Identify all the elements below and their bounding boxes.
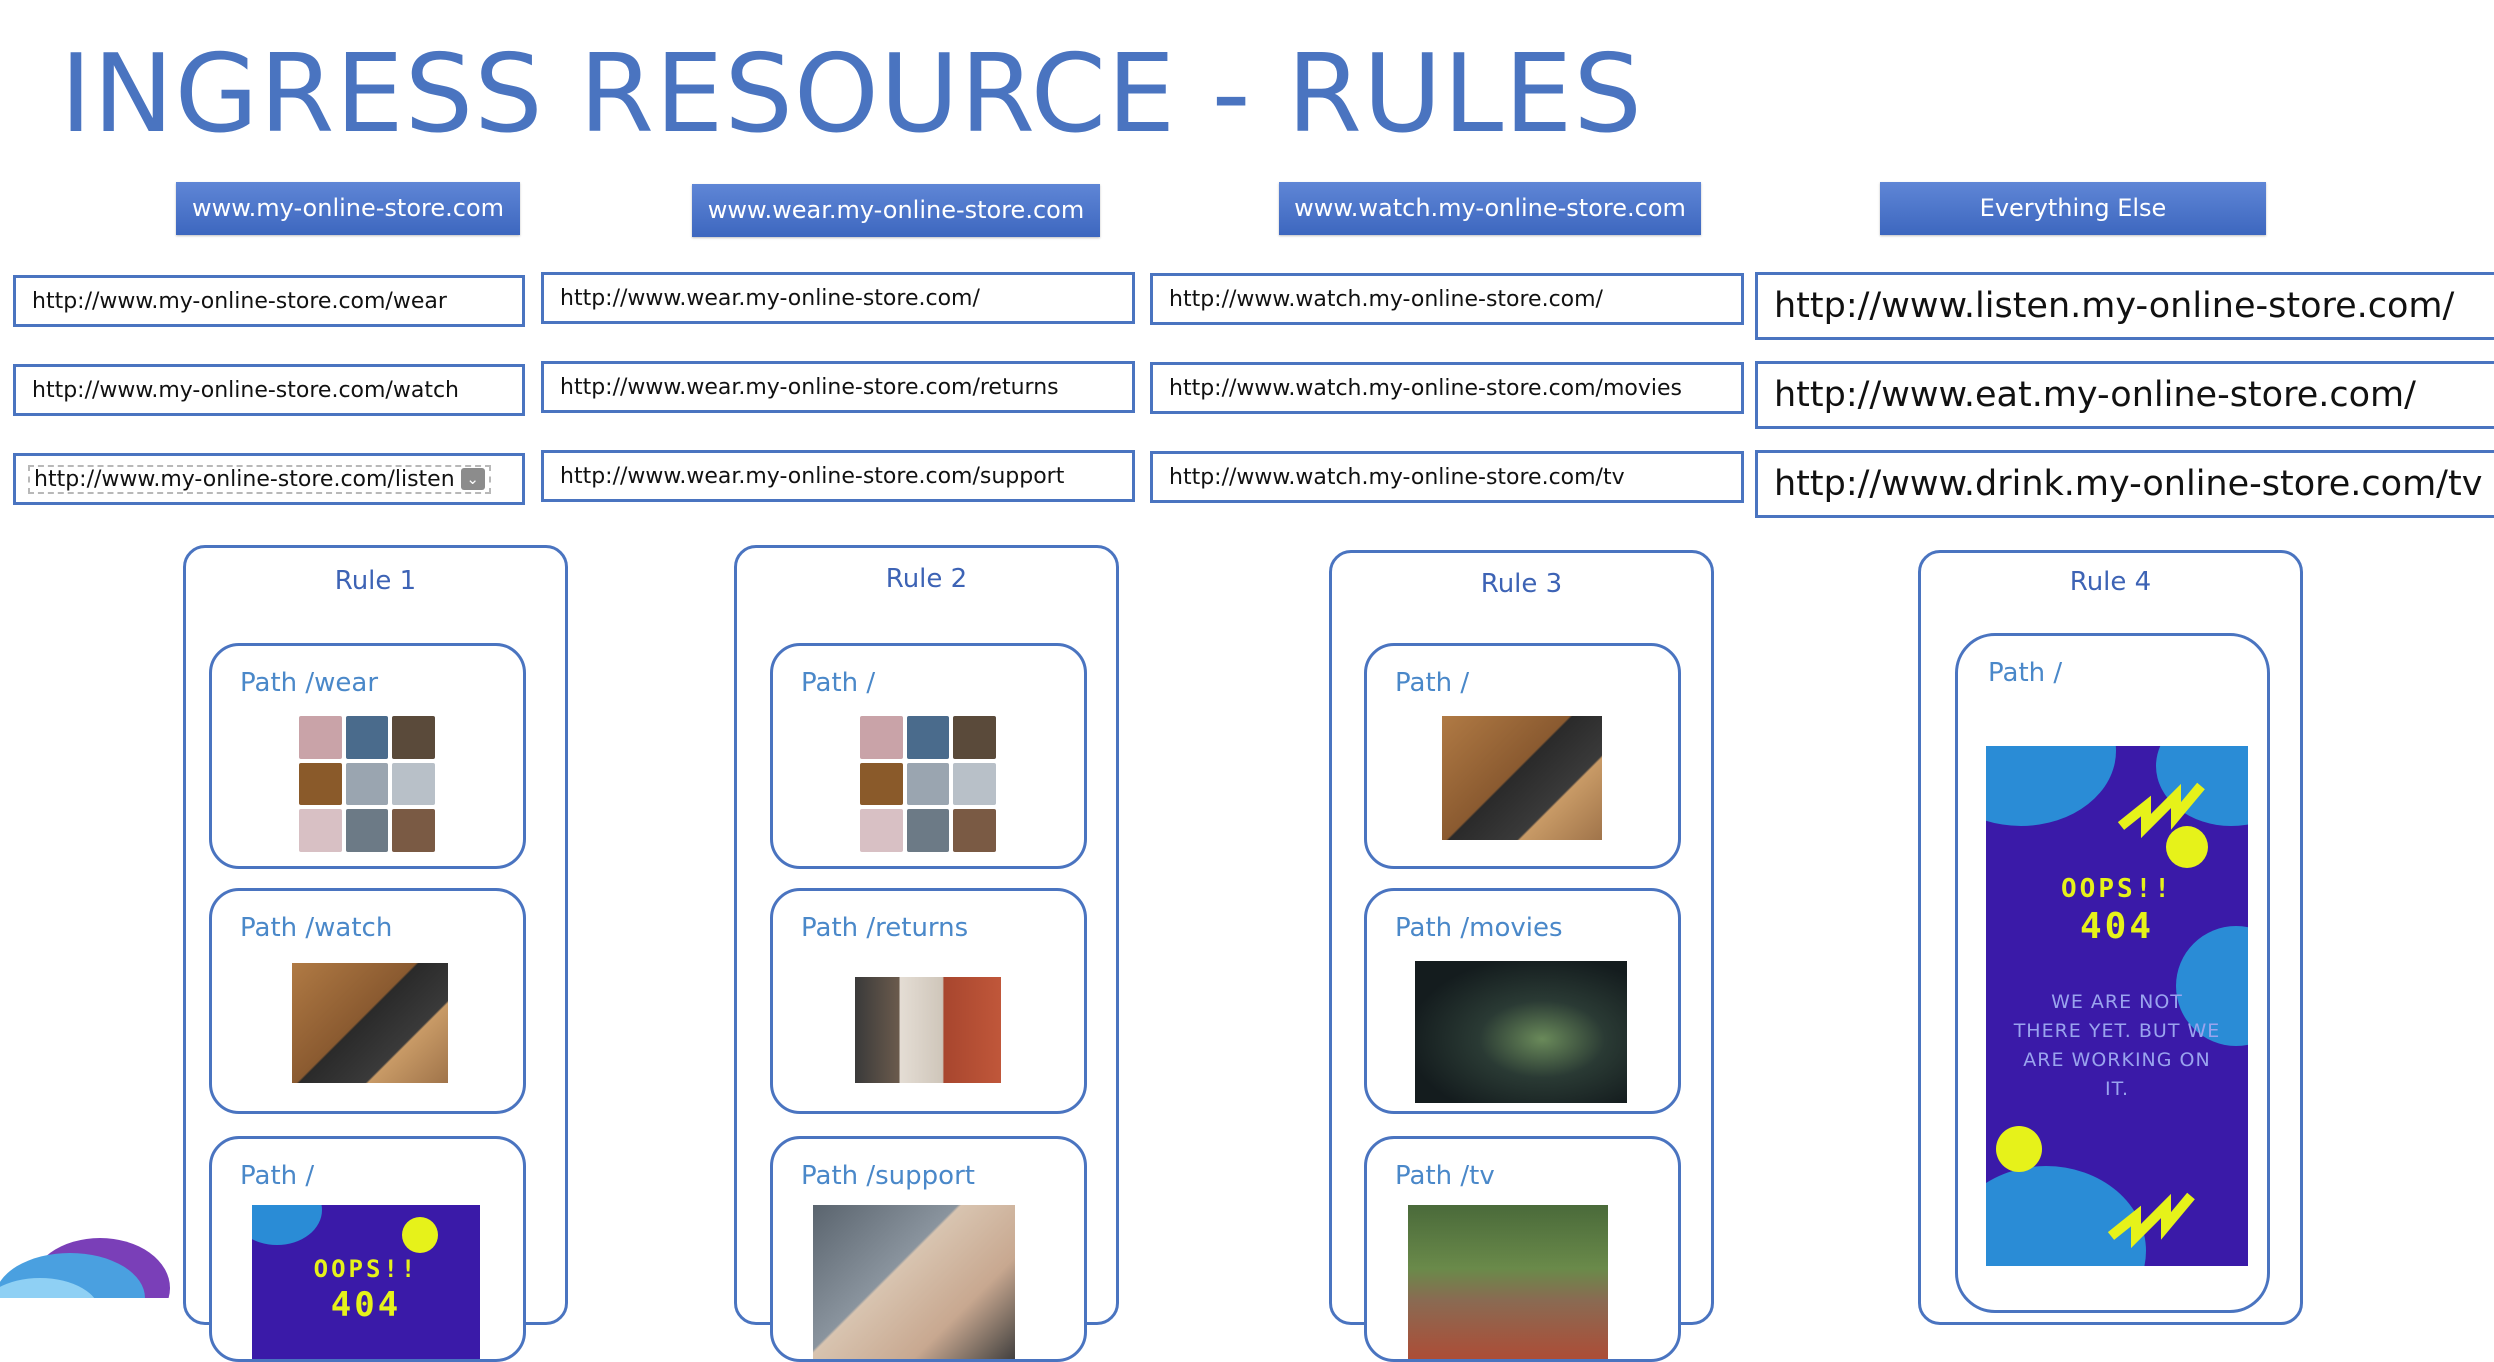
path-label: Path /returns — [801, 913, 969, 943]
cloud-logo-icon — [0, 1238, 170, 1298]
url-text: http://www.eat.my-online-store.com/ — [1774, 375, 2416, 415]
laptop-image — [1442, 716, 1602, 840]
url-text: http://www.wear.my-online-store.com/ — [560, 285, 980, 311]
error-message: WE ARE NOT THERE YET. BUT WE ARE WORKING… — [1986, 988, 2248, 1104]
path-label: Path / — [1988, 658, 2063, 688]
error-message-line: IT. — [2105, 1078, 2129, 1100]
laptop-image — [292, 963, 448, 1083]
host-badge-my-online-store: www.my-online-store.com — [176, 182, 520, 235]
url-text: http://www.watch.my-online-store.com/tv — [1169, 464, 1625, 490]
url-text: http://www.my-online-store.com/wear — [32, 288, 447, 314]
path-box-returns: Path /returns — [770, 888, 1087, 1114]
movie-still-image — [1415, 961, 1627, 1103]
url-box: http://www.watch.my-online-store.com/tv — [1150, 451, 1744, 503]
athlete-image — [1408, 1205, 1608, 1359]
host-badge-watch: www.watch.my-online-store.com — [1279, 182, 1701, 235]
zigzag-icon — [2117, 782, 2205, 839]
host-badge-everything-else: Everything Else — [1880, 182, 2266, 235]
path-box-wear: Path /wear — [209, 643, 526, 869]
error-404-image: OOPS!! 404 WE ARE NOT THERE YET. BUT WE … — [1986, 746, 2248, 1266]
error-message-line: THERE YET. BUT WE — [2013, 1020, 2221, 1042]
support-agent-image — [813, 1205, 1015, 1359]
path-label: Path /movies — [1395, 913, 1563, 943]
clothing-image — [860, 716, 996, 852]
path-box-root: Path / OOPS!! 404 WE ARE NOT THERE YET. … — [1955, 633, 2270, 1313]
error-message-line: WE ARE NOT — [2051, 991, 2183, 1013]
url-text: http://www.watch.my-online-store.com/ — [1169, 286, 1603, 312]
path-box-root: Path / — [770, 643, 1087, 869]
path-label: Path /support — [801, 1161, 975, 1191]
path-label: Path / — [1395, 668, 1470, 698]
error-404-image: OOPS!! 404 — [252, 1205, 480, 1359]
page-title: INGRESS RESOURCE - RULES — [60, 32, 1643, 157]
host-badge-wear: www.wear.my-online-store.com — [692, 184, 1100, 237]
chevron-down-icon[interactable]: ⌄ — [460, 468, 485, 490]
path-box-watch: Path /watch — [209, 888, 526, 1114]
url-text: http://www.watch.my-online-store.com/mov… — [1169, 375, 1682, 401]
url-box: http://www.wear.my-online-store.com/supp… — [541, 450, 1135, 502]
path-box-movies: Path /movies — [1364, 888, 1681, 1114]
error-code: 404 — [330, 1285, 402, 1325]
url-box: http://www.wear.my-online-store.com/ — [541, 272, 1135, 324]
url-box: http://www.watch.my-online-store.com/ — [1150, 273, 1744, 325]
url-box-selected[interactable]: http://www.my-online-store.com/listen ⌄ — [13, 453, 525, 505]
path-box-tv: Path /tv — [1364, 1136, 1681, 1362]
url-text: http://www.my-online-store.com/watch — [32, 377, 459, 403]
path-box-root: Path / — [1364, 643, 1681, 869]
rule-label: Rule 1 — [334, 566, 417, 596]
path-box-support: Path /support — [770, 1136, 1087, 1362]
url-box: http://www.watch.my-online-store.com/mov… — [1150, 362, 1744, 414]
url-text: http://www.wear.my-online-store.com/retu… — [560, 374, 1059, 400]
rule-label: Rule 3 — [1480, 569, 1563, 599]
error-code: 404 — [2079, 906, 2155, 947]
url-text: http://www.listen.my-online-store.com/ — [1774, 286, 2455, 326]
url-box: http://www.eat.my-online-store.com/ — [1755, 361, 2494, 429]
url-box: http://www.my-online-store.com/watch — [13, 364, 525, 416]
url-text: http://www.wear.my-online-store.com/supp… — [560, 463, 1065, 489]
path-label: Path /wear — [240, 668, 379, 698]
url-box: http://www.my-online-store.com/wear — [13, 275, 525, 327]
path-box-default: Path / OOPS!! 404 — [209, 1136, 526, 1362]
selection-frame: http://www.my-online-store.com/listen ⌄ — [28, 464, 491, 494]
url-text: http://www.my-online-store.com/listen — [34, 466, 455, 492]
zigzag-icon — [2107, 1192, 2195, 1249]
path-label: Path / — [801, 668, 876, 698]
path-label: Path / — [240, 1161, 315, 1191]
parcel-delivery-image — [855, 977, 1001, 1083]
error-heading: OOPS!! — [313, 1255, 419, 1283]
url-box: http://www.listen.my-online-store.com/ — [1755, 272, 2494, 340]
rule-label: Rule 2 — [885, 564, 968, 594]
rule-label: Rule 4 — [2069, 567, 2152, 597]
path-label: Path /tv — [1395, 1161, 1495, 1191]
url-text: http://www.drink.my-online-store.com/tv — [1774, 464, 2483, 504]
error-message-line: ARE WORKING ON — [2023, 1049, 2211, 1071]
clothing-image — [299, 716, 435, 852]
url-box: http://www.wear.my-online-store.com/retu… — [541, 361, 1135, 413]
path-label: Path /watch — [240, 913, 393, 943]
error-heading: OOPS!! — [2061, 874, 2173, 904]
url-box: http://www.drink.my-online-store.com/tv — [1755, 450, 2494, 518]
